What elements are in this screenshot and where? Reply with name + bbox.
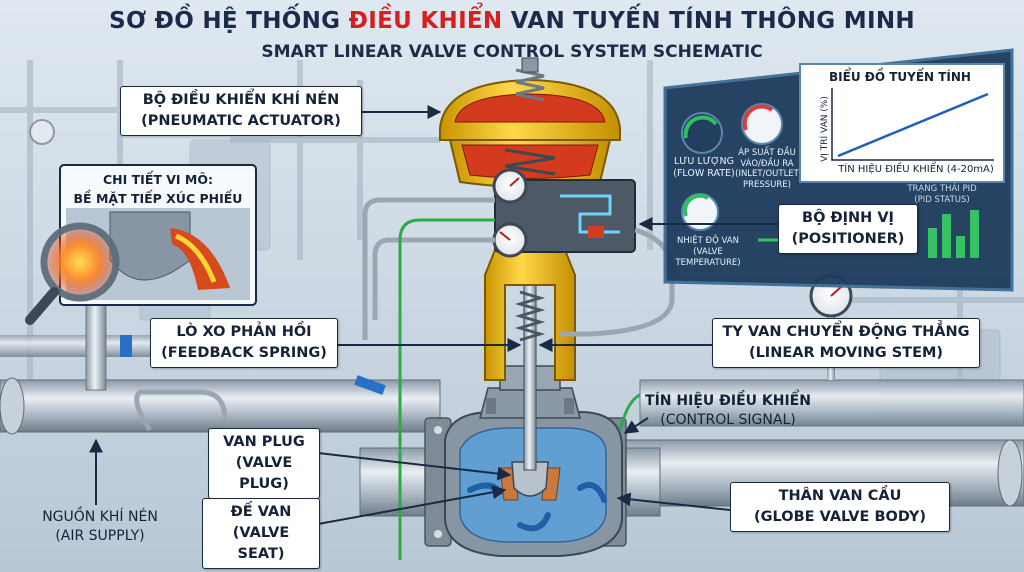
linear-chart-plot: [831, 88, 994, 161]
label-feedback-spring: LÒ XO PHẢN HỒI(FEEDBACK SPRING): [150, 318, 338, 368]
label-control-signal: TÍN HIỆU ĐIỀU KHIỂN(CONTROL SIGNAL): [645, 393, 811, 428]
label-linear-stem: TY VAN CHUYỂN ĐỘNG THẲNG(LINEAR MOVING S…: [712, 318, 980, 368]
chart-series-line: [837, 92, 989, 158]
chart-x-axis-label: TÍN HIỆU ĐIỀU KHIỂN (4-20mA): [838, 164, 994, 175]
page-subtitle: SMART LINEAR VALVE CONTROL SYSTEM SCHEMA…: [261, 42, 763, 62]
label-valve-plug: VAN PLUG(VALVE PLUG): [208, 428, 320, 499]
label-globe-valve-body: THÂN VAN CẦU(GLOBE VALVE BODY): [730, 482, 950, 532]
screen-flow-rate: LƯU LƯỢNG(FLOW RATE): [673, 156, 735, 179]
label-air-supply: NGUỒN KHÍ NÉN(AIR SUPPLY): [42, 509, 158, 544]
label-valve-seat: ĐẾ VAN(VALVE SEAT): [202, 498, 320, 569]
inset-title: CHI TIẾT VI MÔ:BỀ MẶT TIẾP XÚC PHIẾU: [73, 172, 243, 206]
screen-valve-temperature: NHIỆT ĐỘ VAN(VALVE TEMPERATURE): [675, 236, 741, 268]
chart-y-axis-label: VỊ TRÍ VAN (%): [820, 96, 830, 162]
chart-title: BIỂU ĐỒ TUYẾN TÍNH: [829, 70, 971, 84]
screen-pid-status: TRẠNG THÁI PID(PID STATUS): [907, 184, 977, 205]
label-positioner: BỘ ĐỊNH VỊ(POSITIONER): [778, 204, 918, 254]
page-title: SƠ ĐỒ HỆ THỐNG ĐIỀU KHIỂN VAN TUYẾN TÍNH…: [109, 8, 915, 34]
chart-axes: [831, 88, 994, 161]
label-pneumatic-actuator: BỘ ĐIỀU KHIỂN KHÍ NÉN(PNEUMATIC ACTUATOR…: [120, 86, 362, 136]
title-highlight: ĐIỀU KHIỂN: [348, 8, 503, 34]
